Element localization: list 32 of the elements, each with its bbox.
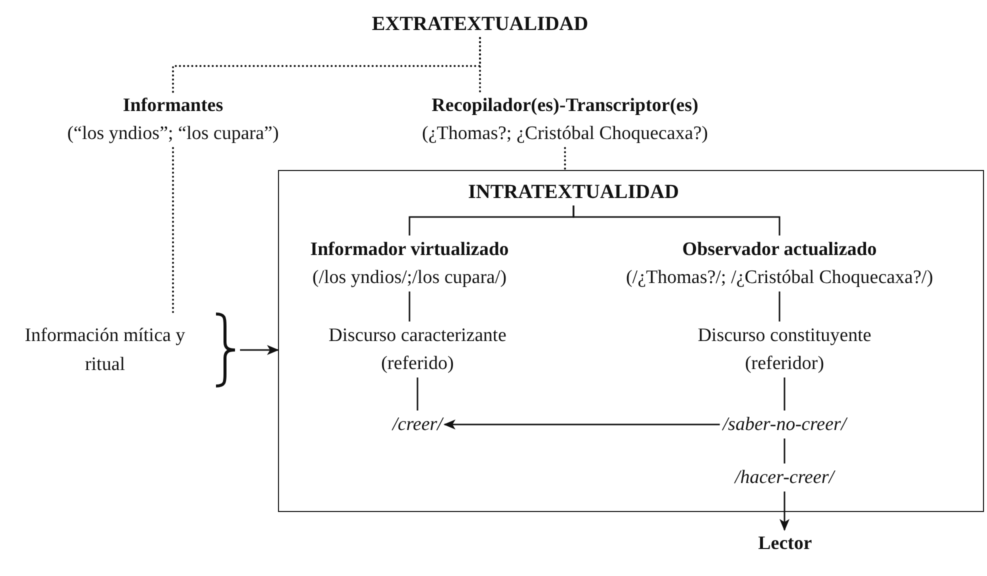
role-names: (¿Thomas?; ¿Cristóbal Choquecaxa?) <box>422 122 708 146</box>
role-names: (/los yndios/;/los cupara/) <box>312 266 507 290</box>
frame-box <box>278 170 984 512</box>
connector-line <box>784 378 786 410</box>
arrow <box>780 492 790 531</box>
modality-label: /hacer-creer/ <box>734 466 834 490</box>
dotted-line <box>479 37 481 93</box>
role-heading: Informador virtualizado <box>310 238 509 262</box>
discourse-label: Discurso constituyente <box>698 324 872 348</box>
role-names: (/¿Thomas?/; /¿Cristóbal Choquecaxa?/) <box>626 266 934 290</box>
modality-label: /creer/ <box>392 412 442 436</box>
discourse-label: (referidor) <box>744 352 824 376</box>
connector-line <box>408 292 410 322</box>
dotted-line <box>172 147 174 313</box>
arrow <box>443 420 720 430</box>
connector-line <box>572 206 780 236</box>
modality-label: /saber-no-creer/ <box>722 412 846 436</box>
role-heading: Observador actualizado <box>682 238 877 262</box>
role-heading: Informantes <box>122 94 224 118</box>
dotted-line <box>564 147 566 171</box>
connector-line <box>778 292 780 322</box>
role-names: (“los yndios”; “los cupara”) <box>67 122 279 146</box>
connector-line <box>416 378 418 410</box>
discourse-label: Discurso caracterizante <box>328 324 506 348</box>
arrow <box>240 345 279 355</box>
reader-label: Lector <box>758 532 812 556</box>
section-heading: EXTRATEXTUALIDAD <box>372 12 588 37</box>
role-heading: Recopilador(es)-Transcriptor(es) <box>432 94 698 118</box>
section-heading: INTRATEXTUALIDAD <box>468 180 679 204</box>
topic-label: Información mítica y ritual <box>24 324 186 377</box>
connector-line <box>784 438 786 464</box>
discourse-label: (referido) <box>381 352 454 376</box>
